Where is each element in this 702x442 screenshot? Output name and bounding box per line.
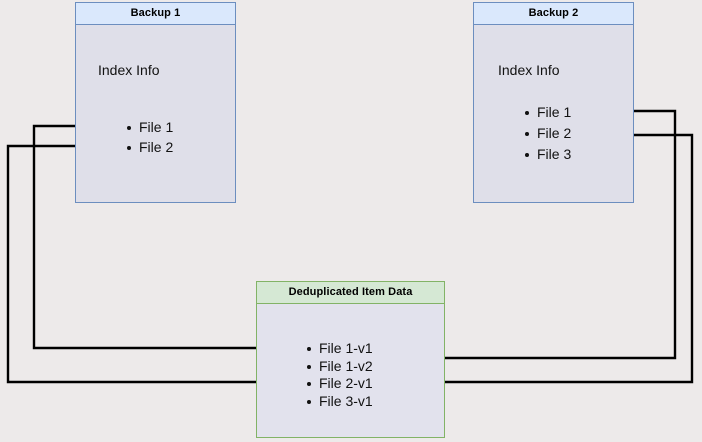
list-item[interactable]: File 2 <box>524 123 571 144</box>
list-item[interactable]: File 1 <box>126 117 173 137</box>
node-deduplicated-item-data[interactable]: Deduplicated Item Data File 1-v1 File 1-… <box>256 281 445 438</box>
list-item[interactable]: File 2-v1 <box>306 375 373 393</box>
node-backup-1-body-label: Index Info <box>98 62 160 78</box>
node-backup-2[interactable]: Backup 2 Index Info File 1 File 2 File 3 <box>473 2 634 203</box>
node-backup-2-file-list: File 1 File 2 File 3 <box>524 102 571 165</box>
list-item[interactable]: File 3 <box>524 144 571 165</box>
list-item[interactable]: File 1-v2 <box>306 358 373 376</box>
node-backup-2-body-label: Index Info <box>498 62 560 78</box>
list-item[interactable]: File 1-v1 <box>306 340 373 358</box>
list-item[interactable]: File 3-v1 <box>306 393 373 411</box>
node-dedup-file-list: File 1-v1 File 1-v2 File 2-v1 File 3-v1 <box>306 340 373 410</box>
list-item[interactable]: File 1 <box>524 102 571 123</box>
node-backup-2-title: Backup 2 <box>474 3 633 25</box>
list-item[interactable]: File 2 <box>126 137 173 157</box>
node-backup-1-file-list: File 1 File 2 <box>126 117 173 157</box>
node-backup-1[interactable]: Backup 1 Index Info File 1 File 2 <box>75 2 236 203</box>
node-backup-1-title: Backup 1 <box>76 3 235 25</box>
node-dedup-title: Deduplicated Item Data <box>257 282 444 304</box>
